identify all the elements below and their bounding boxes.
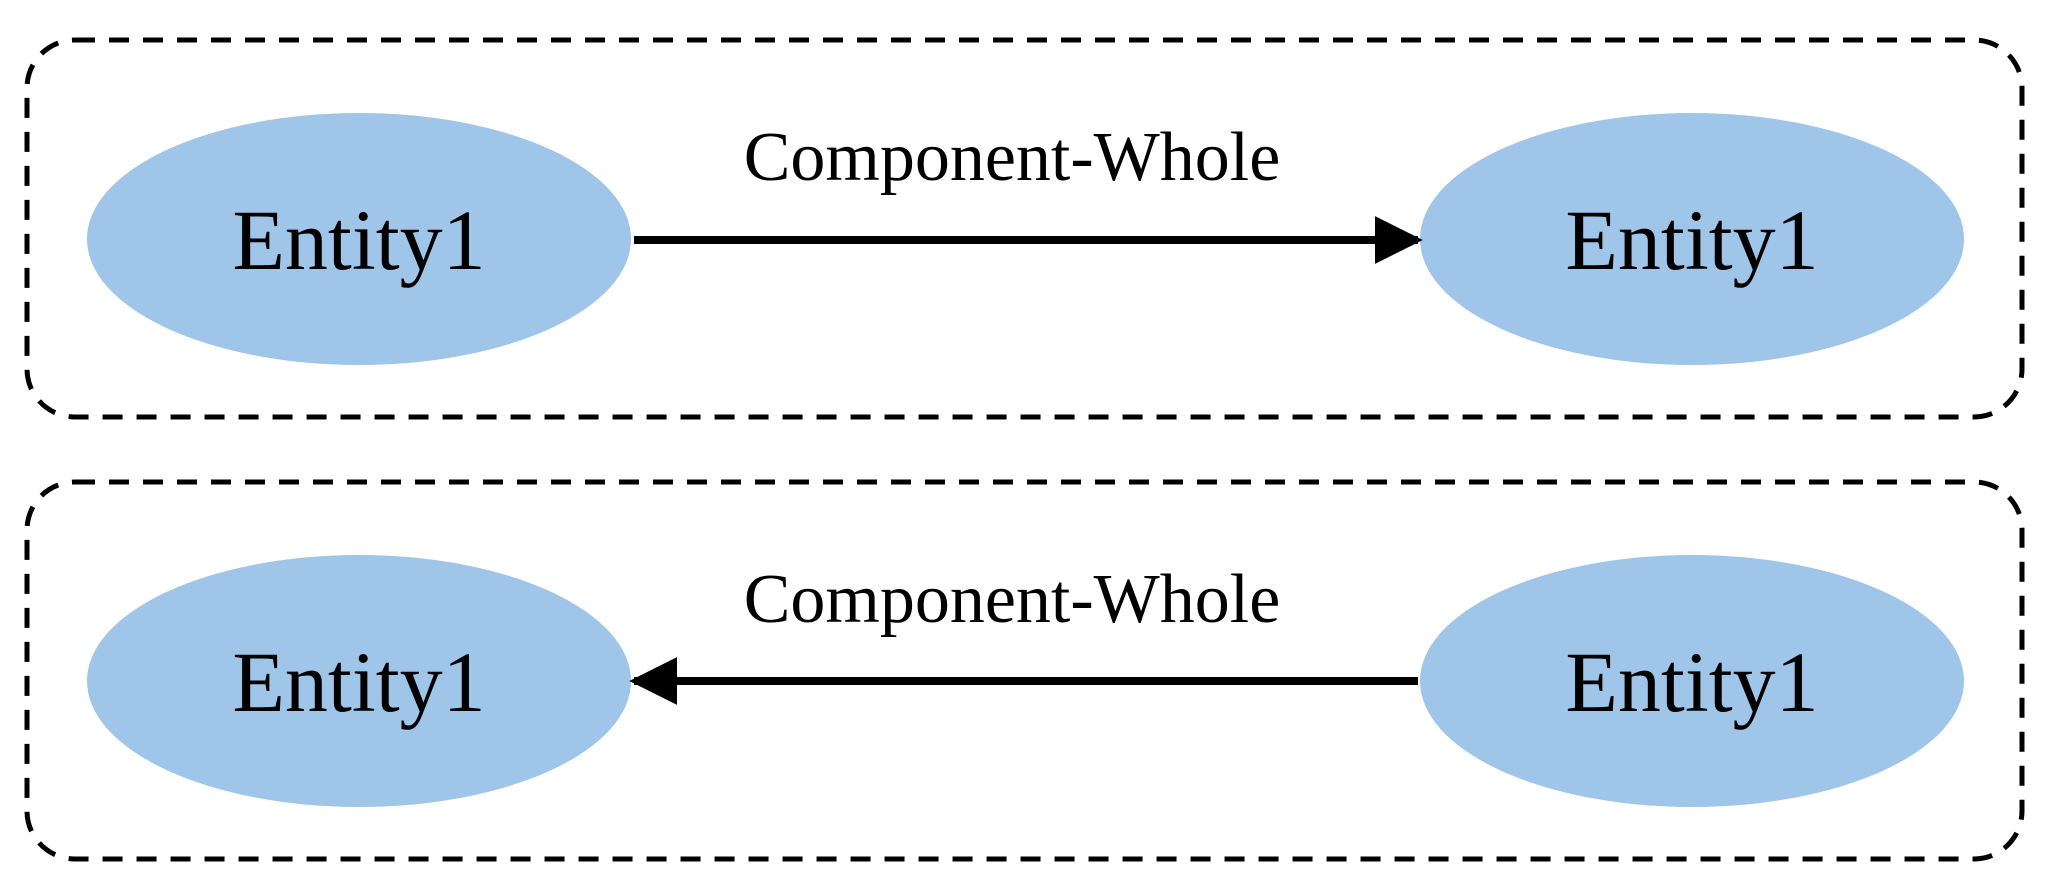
- panel-1-dashed-border: [24, 37, 2025, 420]
- panel-1: Entity1 Entity1 Component-Whole: [24, 37, 2025, 420]
- panel-2-left-entity-label: Entity1: [232, 634, 485, 730]
- panel-2-left-entity: [87, 555, 631, 807]
- panel-2-right-entity-label: Entity1: [1565, 634, 1818, 730]
- panel-1-right-entity-label: Entity1: [1565, 192, 1818, 288]
- panel-1-left-entity-label: Entity1: [232, 192, 485, 288]
- panel-1-right-entity: [1420, 113, 1964, 365]
- panel-2: Entity1 Entity1 Component-Whole: [24, 479, 2025, 862]
- panel-1-left-entity: [87, 113, 631, 365]
- panel-2-dashed-border: [24, 479, 2025, 862]
- panel-2-relation-label: Component-Whole: [744, 561, 1281, 638]
- panel-2-right-entity: [1420, 555, 1964, 807]
- panel-1-relation-label: Component-Whole: [744, 119, 1281, 196]
